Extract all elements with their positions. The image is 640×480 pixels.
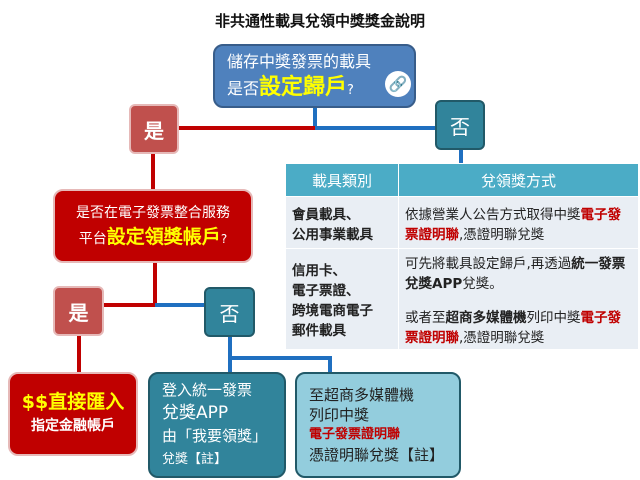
result-direct-deposit: $$直接匯入 指定金融帳戶 (8, 372, 138, 456)
question-text: 平台設定領獎帳戶? (78, 226, 228, 248)
claim-method: 依據營業人公告方式取得中獎電子發票證明聯,憑證明聯兌獎 (398, 196, 639, 249)
no-node-2: 否 (204, 287, 255, 337)
result-text: 登入統一發票 (162, 381, 253, 399)
carrier-type: 會員載具、 公用事業載具 (285, 196, 399, 249)
result-text: 兌獎APP (162, 403, 229, 423)
connector-yes (104, 303, 157, 307)
question-text: 儲存中獎發票的載具 (227, 51, 372, 71)
result-text: $$直接匯入 (21, 391, 125, 413)
page-title: 非共通性載具兌領中獎獎金說明 (214, 12, 425, 30)
connector (228, 356, 332, 360)
connector (153, 263, 157, 307)
table-header: 兌領獎方式 (398, 163, 639, 197)
result-text: 憑證明聯兌獎【註】 (309, 446, 445, 464)
table-row: 會員載具、 公用事業載具 依據營業人公告方式取得中獎電子發票證明聯,憑證明聯兌獎 (285, 196, 639, 249)
connector-no (315, 126, 436, 130)
connector (328, 356, 332, 373)
connector (459, 150, 463, 164)
question-prize-account: 是否在電子發票整合服務 平台設定領獎帳戶? (53, 189, 253, 263)
result-app: 登入統一發票 兌獎APP 由「我要領獎」 兌獎【註】 (148, 372, 286, 478)
result-text: 由「我要領獎」 (162, 427, 268, 445)
no-node-1: 否 (435, 100, 485, 150)
question-text: 是否在電子發票整合服務 (76, 205, 230, 221)
result-text: 指定金融帳戶 (31, 418, 115, 434)
question-text: 是否設定歸戶? (227, 74, 354, 100)
result-text: 列印中獎 (309, 406, 370, 424)
link-icon[interactable]: 🔗 (385, 71, 411, 97)
claim-method: 可先將載具設定歸戶,再透過統一發票兌獎APP兌獎。 或者至超商多媒體機列印中獎電… (398, 248, 639, 350)
result-text: 至超商多媒體機 (309, 386, 415, 404)
table-row: 信用卡、 電子票證、 跨境電商電子 郵件載具 可先將載具設定歸戶,再透過統一發票… (285, 248, 639, 350)
question-carrier-linked: 儲存中獎發票的載具 是否設定歸戶? (213, 44, 416, 108)
connector-no (155, 303, 205, 307)
result-text: 兌獎【註】 (162, 452, 228, 467)
result-text: 電子發票證明聯 (309, 427, 401, 442)
result-kiosk: 至超商多媒體機 列印中獎 電子發票證明聯 憑證明聯兌獎【註】 (295, 372, 461, 478)
connector (228, 337, 232, 373)
connector (313, 108, 317, 130)
table-header: 載具類別 (285, 163, 399, 197)
connector-yes (178, 126, 317, 130)
connector (151, 154, 155, 190)
yes-node-2: 是 (53, 286, 104, 336)
connector (77, 336, 81, 373)
carrier-table: 載具類別兌領獎方式 會員載具、 公用事業載具 依據營業人公告方式取得中獎電子發票… (285, 163, 639, 350)
carrier-type: 信用卡、 電子票證、 跨境電商電子 郵件載具 (285, 248, 399, 350)
yes-node-1: 是 (129, 104, 179, 154)
